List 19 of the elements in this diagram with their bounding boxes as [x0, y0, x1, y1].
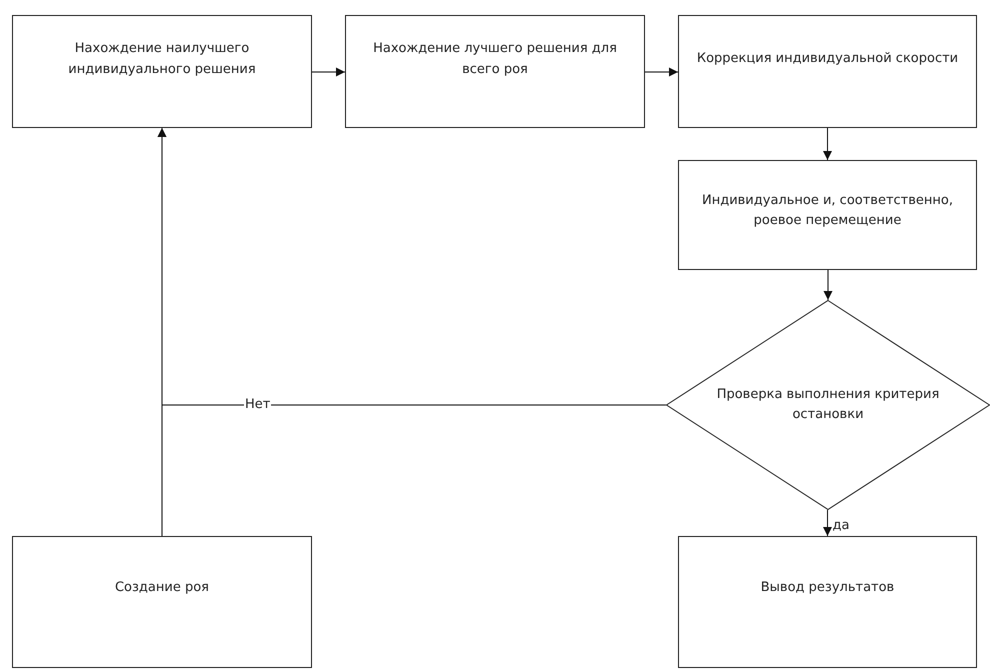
step-text: Нахождение наилучшего индивидуального решения [67, 40, 257, 78]
step-text: Коррекция индивидуальной скорости [696, 50, 960, 68]
process-box [345, 15, 645, 128]
process-box [12, 15, 312, 128]
arrow [158, 128, 666, 406]
process-box [12, 536, 312, 668]
arrow [823, 510, 832, 536]
decision-text: Проверка выполнения критерия остановки [716, 386, 940, 424]
arrow [823, 128, 832, 160]
step-text: Вывод результатов [760, 578, 896, 597]
step-text: Создание роя [114, 578, 210, 597]
arrow [824, 270, 832, 300]
arrow [644, 68, 678, 76]
arrow [312, 68, 346, 76]
step-text: Нахождение лучшего решения для всего роя [372, 40, 618, 78]
process-box [678, 536, 977, 668]
process-box [678, 160, 977, 270]
step-text: Индивидуальное и, соответственно, роевое перемещение [700, 192, 954, 230]
process-box [678, 15, 977, 128]
